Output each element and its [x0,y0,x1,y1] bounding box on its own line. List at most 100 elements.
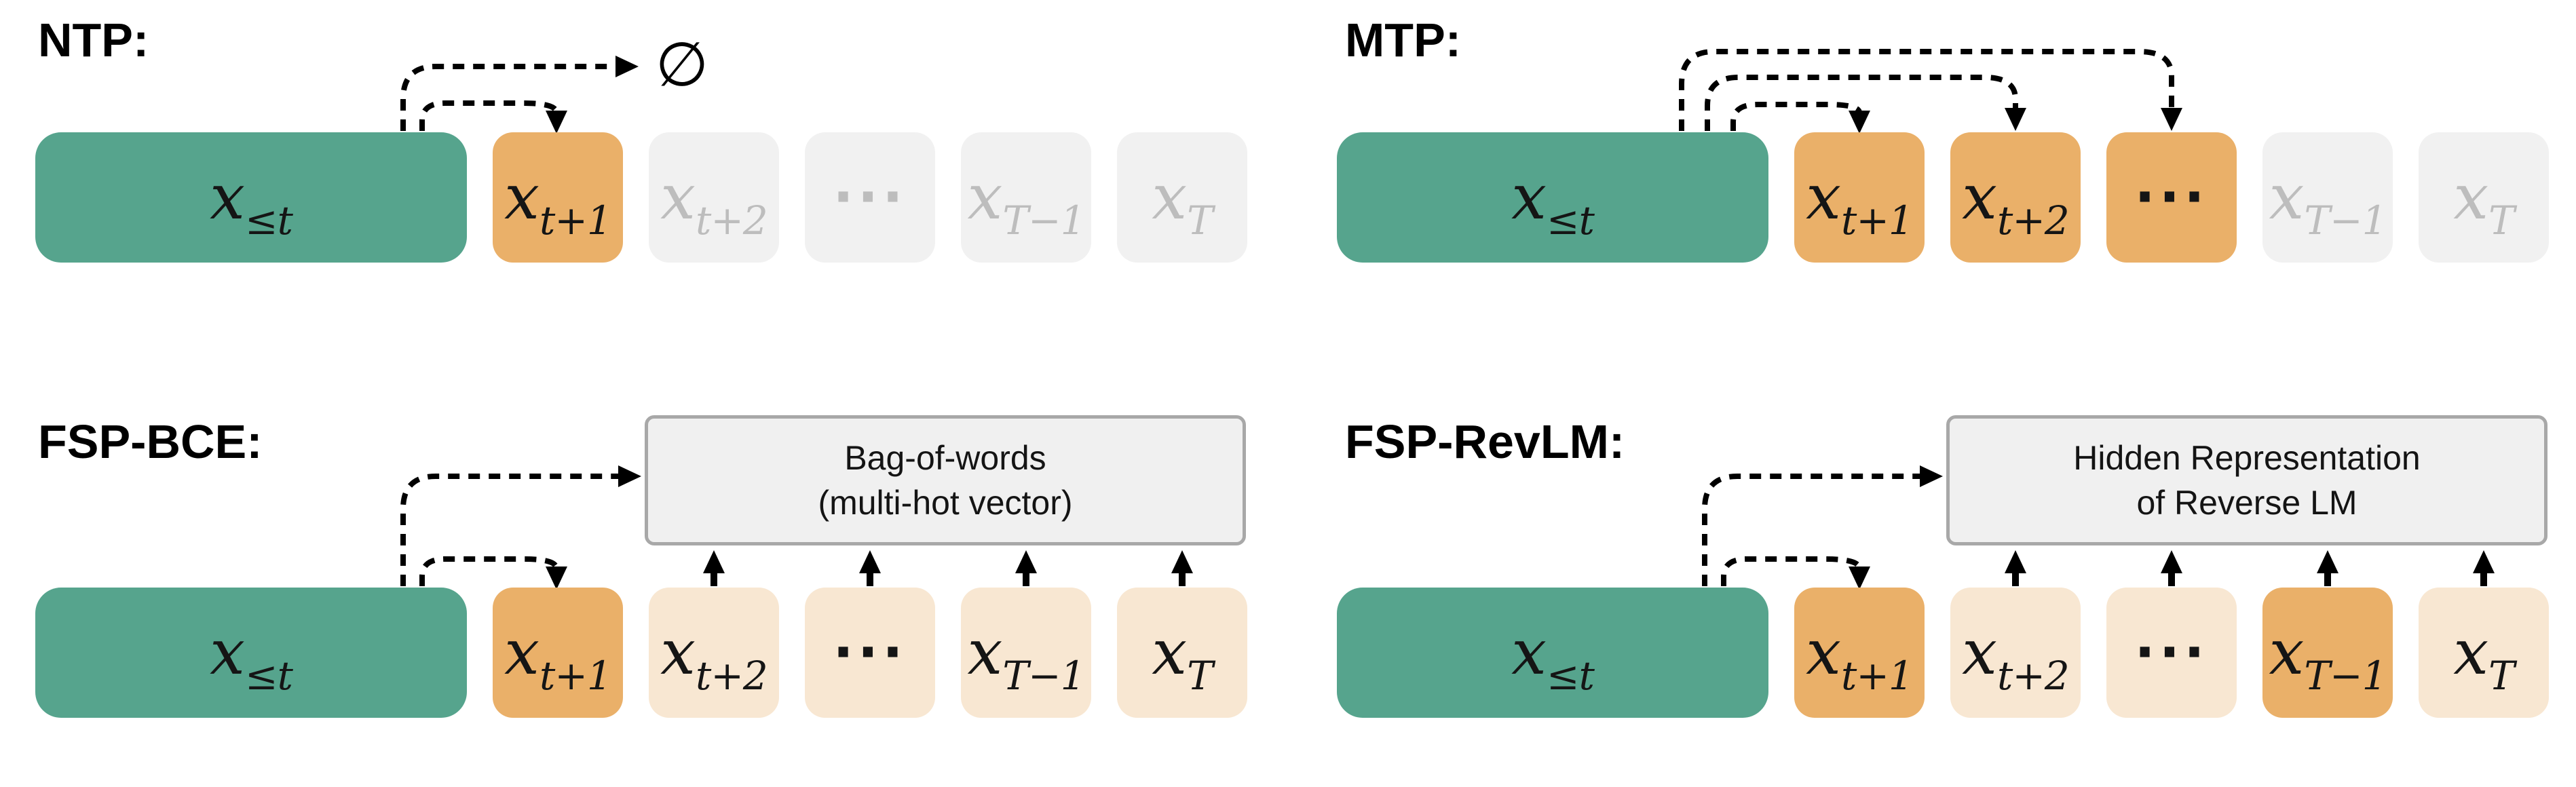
token-base: x [660,161,696,233]
token-base: x [210,616,245,689]
token-math-label: xt+2 [1962,166,2070,241]
token-base: x [1962,616,1998,689]
ellipsis-dots: ··· [2134,621,2209,684]
token-base: x [2453,616,2489,689]
fsp-bce-token-T: xT [1117,588,1247,718]
token-base: x [1806,616,1842,689]
token-math-label: xt+1 [504,166,612,241]
token-subscript: t+1 [539,653,612,699]
token-subscript: t+1 [1841,653,1914,699]
token-subscript: t+2 [696,653,768,699]
ntp-arrow-to-empty-set [400,56,639,131]
mtp-token-t1: xt+1 [1794,132,1925,263]
token-base: x [2453,161,2489,233]
token-base: x [1962,161,1998,233]
mtp-arrow-to-ellipsis [1679,49,2182,131]
token-subscript: t+2 [696,197,768,244]
ntp-token-t2: xt+2 [649,132,779,263]
mtp-arrow-to-token-t1 [1730,102,1870,134]
fsp-revlm-token-dots: ··· [2106,588,2237,718]
token-subscript: t+2 [1997,653,2070,699]
mtp-token-context: x≤t [1337,132,1768,263]
empty-set-symbol: ∅ [655,29,709,100]
mtp-token-T: xT [2419,132,2549,263]
token-base: x [1511,161,1547,233]
token-math-label: xT [1152,166,1213,241]
token-math-label: xT [2453,621,2515,696]
token-math-label: xT−1 [2269,621,2387,696]
bag-of-words-panel-line1: Bag-of-words [844,439,1046,477]
token-math-label: xt+1 [1806,166,1914,241]
token-subscript: t+1 [1841,197,1914,244]
token-math-label: x≤t [210,166,293,241]
mtp-token-dots: ··· [2106,132,2237,263]
token-base: x [504,161,540,233]
token-subscript: T−1 [2304,653,2387,699]
fsp-revlm-arrow-to-panel [1702,465,1943,586]
fsp-bce-token-dots: ··· [805,588,935,718]
fsp-bce-token-t2: xt+2 [649,588,779,718]
mtp-token-Tm1: xT−1 [2262,132,2393,263]
ntp-token-Tm1: xT−1 [961,132,1091,263]
token-subscript: T−1 [1002,653,1085,699]
reverse-lm-panel-line2: of Reverse LM [2136,484,2357,522]
token-math-label: x≤t [1511,166,1595,241]
fsp-revlm-arrow-to-next-token [1721,556,1870,590]
token-subscript: t+1 [539,197,612,244]
token-base: x [967,616,1003,689]
ntp-arrow-to-next-token [419,100,567,134]
fsp-revlm-token-context: x≤t [1337,588,1768,718]
token-math-label: xt+1 [504,621,612,696]
ntp-token-T: xT [1117,132,1247,263]
fsp-revlm-token-Tm1: xT−1 [2262,588,2393,718]
bag-of-words-panel-line2: (multi-hot vector) [818,484,1073,522]
ntp-token-t1: xt+1 [493,132,623,263]
token-math-label: xT−1 [2269,166,2387,241]
token-math-label: xT [2453,166,2515,241]
section-label-fsp-bce: FSP-BCE: [38,415,263,468]
token-subscript: T [1187,197,1213,244]
token-base: x [504,616,540,689]
token-subscript: ≤t [244,653,293,699]
token-base: x [210,161,245,233]
bag-of-words-panel: Bag-of-words (multi-hot vector) [645,415,1246,545]
ellipsis-dots: ··· [833,166,907,229]
token-math-label: x≤t [1511,621,1595,696]
token-base: x [660,616,696,689]
fsp-revlm-token-T: xT [2419,588,2549,718]
fsp-bce-token-Tm1: xT−1 [961,588,1091,718]
token-math-label: xt+2 [1962,621,2070,696]
token-math-label: x≤t [210,621,293,696]
ntp-token-dots: ··· [805,132,935,263]
token-subscript: ≤t [1546,197,1595,244]
fsp-revlm-token-t1: xt+1 [1794,588,1925,718]
token-base: x [1806,161,1842,233]
token-subscript: t+2 [1997,197,2070,244]
token-subscript: ≤t [1546,653,1595,699]
section-label-ntp: NTP: [38,14,149,66]
fsp-bce-arrow-to-next-token [419,556,567,590]
token-base: x [1511,616,1547,689]
fsp-bce-arrow-to-panel [400,465,641,586]
token-math-label: xT−1 [967,621,1085,696]
token-base: x [2269,616,2305,689]
token-math-label: xt+1 [1806,621,1914,696]
token-subscript: T [2488,653,2515,699]
ellipsis-dots: ··· [2134,166,2209,229]
section-label-fsp-revlm: FSP-RevLM: [1345,415,1625,468]
token-subscript: T [2488,197,2515,244]
reverse-lm-panel-line1: Hidden Representation [2073,439,2421,477]
token-math-label: xt+2 [660,621,768,696]
token-subscript: ≤t [244,197,293,244]
mtp-arrow-to-token-t2 [1705,75,2026,131]
token-subscript: T [1187,653,1213,699]
token-subscript: T−1 [2304,197,2387,244]
token-subscript: T−1 [1002,197,1085,244]
token-math-label: xT [1152,621,1213,696]
token-math-label: xT−1 [967,166,1085,241]
token-math-label: xt+2 [660,166,768,241]
section-label-mtp: MTP: [1345,14,1462,66]
token-base: x [1152,161,1188,233]
